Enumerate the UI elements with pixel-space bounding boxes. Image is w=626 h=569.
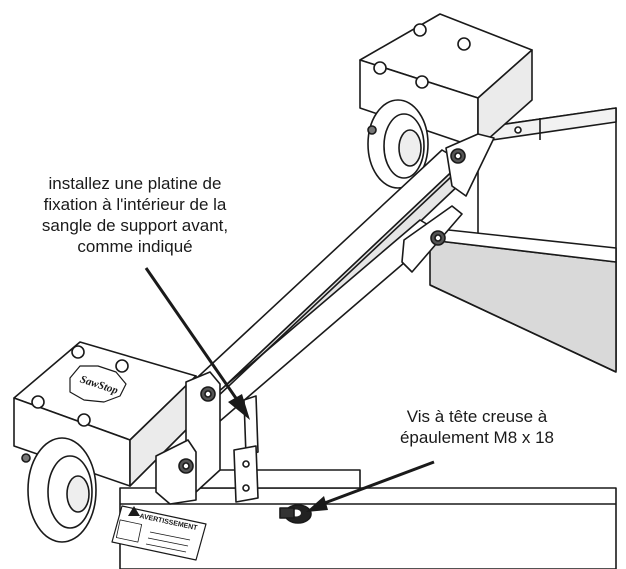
block-hole [77,413,91,427]
right-side-rail [429,107,617,373]
bracket-bottom-left [155,371,221,505]
cross-rail [149,149,463,465]
front-rail [119,469,617,569]
callout-screw: Vis à tête creuse à épaulement M8 x 18 [372,406,582,448]
warning-label: AVERTISSEMENT [111,505,207,561]
arrow-mounting-plate [144,267,242,405]
block-hole [115,359,129,373]
callout-line: sangle de support avant, [41,216,229,235]
leader-arrows [144,267,435,512]
caster-block-top-right [359,13,533,149]
callout-line: installez une platine de [48,174,222,193]
arrow-head [306,496,328,512]
mounting-plate [233,395,259,503]
block-hole [373,61,387,75]
block-hole [71,345,85,359]
caster-wheel-bottom-left [21,437,97,543]
bracket-top-right [401,133,495,273]
callout-line: épaulement M8 x 18 [399,428,555,447]
callout-line: fixation à l'intérieur de la [43,195,227,214]
arrow-screw [321,460,435,506]
shoulder-screw [279,504,312,524]
rail-hole [514,126,522,134]
block-hole [31,395,45,409]
callout-line: Vis à tête creuse à [406,407,548,426]
arrow-head [228,394,250,420]
logo-badge [69,365,127,403]
caster-block-bottom-left: SawStop [13,341,197,487]
block-hole [413,23,427,37]
caster-wheel-top-right [367,99,429,189]
block-hole [415,75,429,89]
callout-mounting-plate: installez une platine de fixation à l'in… [10,173,260,257]
callout-line: comme indiqué [77,237,193,256]
block-hole [457,37,471,51]
